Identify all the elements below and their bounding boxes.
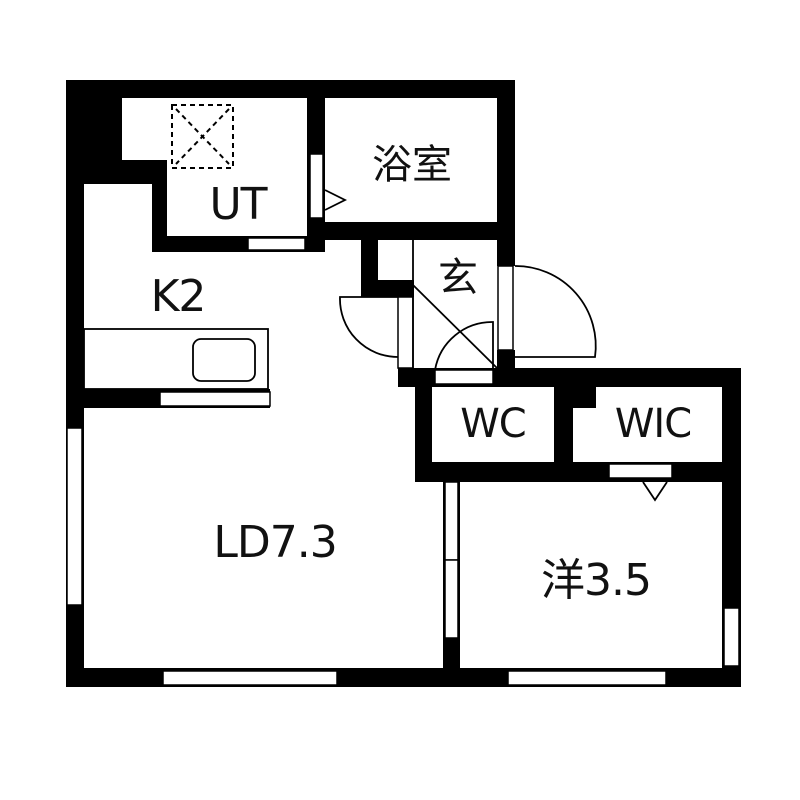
dashed-x-box-icon (171, 104, 234, 169)
sliding-door-lower (444, 559, 459, 639)
bath-triangle-icon (324, 189, 348, 211)
room-label-toilet: WC (460, 401, 526, 447)
room-label-kitchen: K2 (150, 271, 207, 322)
wc-door-panel (434, 369, 494, 385)
entry-door-leaf (497, 265, 514, 351)
sink-icon (192, 338, 256, 382)
sliding-door-upper (444, 481, 459, 561)
closet-door-swing-icon (339, 296, 399, 358)
room-label-living-dining: LD7.3 (213, 517, 337, 568)
windows (66, 98, 740, 686)
wic-door-panel (608, 463, 673, 479)
room-label-entrance: 玄 (438, 255, 478, 301)
western-right-window (723, 607, 740, 667)
fixture-lines (83, 189, 668, 502)
wic-triangle-icon (642, 481, 668, 502)
entry-closet-door (397, 296, 414, 369)
room-label-walk-in-closet: WIC (614, 401, 692, 447)
bath-door-panel (309, 153, 324, 219)
room-label-western-room: 洋3.5 (541, 555, 652, 606)
wc-door-swing-icon (434, 321, 494, 371)
ld-left-window (66, 427, 83, 606)
ut-door-panel (247, 237, 306, 251)
room-label-utility: UT (209, 179, 267, 230)
ld-bottom-window (162, 670, 338, 686)
kitchen-opening (159, 391, 271, 407)
room-label-bathroom: 浴室 (372, 142, 452, 188)
entry-door-swing-icon (514, 265, 597, 358)
western-bottom-window (507, 670, 667, 686)
